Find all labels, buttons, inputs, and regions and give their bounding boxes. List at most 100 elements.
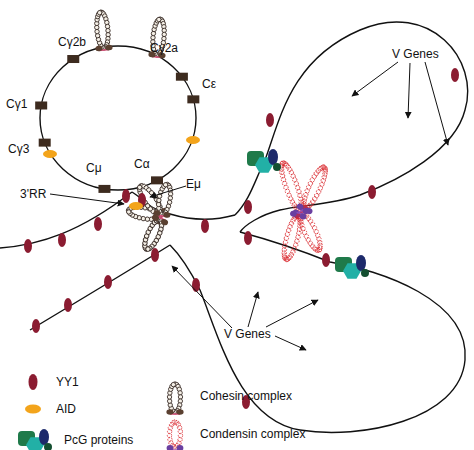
ring-bead (312, 225, 318, 231)
constant-region-box (151, 176, 163, 184)
ring-bead (171, 420, 175, 424)
legend-text: AID (56, 403, 76, 415)
ring-bead (308, 218, 314, 224)
smc-head (167, 445, 174, 450)
ring-bead (285, 164, 291, 170)
ring-bead (316, 236, 322, 242)
ring-bead (97, 10, 102, 15)
yy1-protein (94, 217, 102, 231)
constant-region-box (67, 55, 79, 63)
leader-arrow (352, 62, 398, 96)
leader-arrow (50, 194, 124, 204)
cohesin-complex (92, 9, 113, 51)
enhancer-label: 3'RR (20, 188, 46, 200)
constant-region-label: Cε (202, 78, 216, 90)
condensin-complex (293, 207, 328, 256)
ring-bead (322, 171, 328, 177)
ring-bead (317, 245, 323, 251)
ring-bead (290, 199, 296, 205)
leader-arrow (172, 266, 232, 328)
yy1-protein (104, 275, 112, 289)
ring-bead (316, 189, 322, 195)
leader-arrow (150, 186, 186, 197)
ring-bead (145, 246, 151, 252)
constant-region-box (98, 185, 110, 193)
chromatin-strand (132, 192, 235, 219)
aid-protein (186, 136, 200, 144)
aid-protein (129, 202, 143, 210)
aid-beads (43, 136, 200, 210)
yy1-protein (151, 248, 159, 262)
ring-bead (282, 243, 287, 248)
leader-arrow (248, 292, 258, 327)
legend-text: YY1 (56, 376, 79, 388)
leader-arrows (50, 62, 448, 350)
v-gene-loop (235, 22, 468, 232)
ring-bead (315, 168, 321, 174)
yy1-protein (368, 185, 376, 199)
ring-bead (317, 246, 323, 252)
ring-bead (289, 221, 294, 226)
smc-head (95, 45, 103, 51)
ring-bead (290, 249, 295, 254)
cohesin-complex (132, 179, 168, 221)
pcg-cluster (18, 429, 52, 450)
ring-bead (311, 245, 317, 251)
yy1-protein (244, 231, 252, 245)
constant-region-boxes (35, 55, 199, 193)
ring-bead (320, 164, 326, 170)
ring-bead (292, 246, 297, 251)
constant-region-label: Cα (134, 158, 150, 170)
constant-region-loop (40, 46, 196, 190)
pcg-protein (361, 269, 369, 277)
pcg-clusters (18, 149, 369, 450)
ring-bead (137, 184, 143, 190)
smc-head (163, 211, 171, 218)
ring-bead (319, 165, 325, 171)
ring-bead (285, 189, 291, 195)
yy1-protein (244, 200, 252, 214)
constant-region-label: Cγ1 (6, 98, 27, 110)
chromatin-strand (0, 192, 132, 248)
cohesin-complex (166, 382, 183, 415)
pcg-protein (44, 443, 52, 450)
condensin-complex (167, 420, 184, 450)
legend-text: Condensin complex (200, 428, 305, 440)
ring-bead (163, 182, 168, 187)
constant-region-box (35, 101, 47, 109)
yy1-protein (58, 233, 66, 247)
pcg-cluster (247, 149, 281, 173)
legend-swatch-shape (25, 405, 41, 414)
smc-head (105, 44, 113, 50)
legend-swatch (20, 372, 48, 392)
smc-head (166, 409, 173, 415)
cohesin-complex (153, 181, 176, 218)
ring-bead (313, 171, 319, 177)
smc-head (151, 214, 160, 222)
condensin-complex (278, 210, 307, 264)
pcg-protein (268, 149, 278, 165)
leader-arrow (408, 63, 410, 118)
ring-bead (321, 174, 327, 180)
constant-region-label: Cγ2b (58, 36, 86, 48)
constant-region-label: Cμ (86, 162, 102, 174)
complexes (92, 9, 332, 450)
constant-region-box (39, 139, 51, 147)
smc-head (176, 409, 183, 415)
smc-head (299, 213, 307, 221)
gene-label: V Genes (224, 328, 271, 340)
constant-region-box (187, 95, 199, 103)
legend-text: Cohesin complex (200, 390, 292, 402)
chromatin-strand (30, 245, 170, 330)
ring-bead (288, 196, 294, 202)
ring-bead (309, 177, 315, 183)
leader-arrow (425, 62, 448, 145)
constant-region-label: Cγ3 (8, 143, 29, 155)
yy1-protein (451, 68, 459, 82)
aid-protein (43, 150, 57, 158)
legend-swatch-shape (29, 374, 38, 390)
v-gene-loop (170, 232, 465, 432)
ring-bead (302, 195, 308, 201)
pcg-cluster (335, 255, 369, 279)
